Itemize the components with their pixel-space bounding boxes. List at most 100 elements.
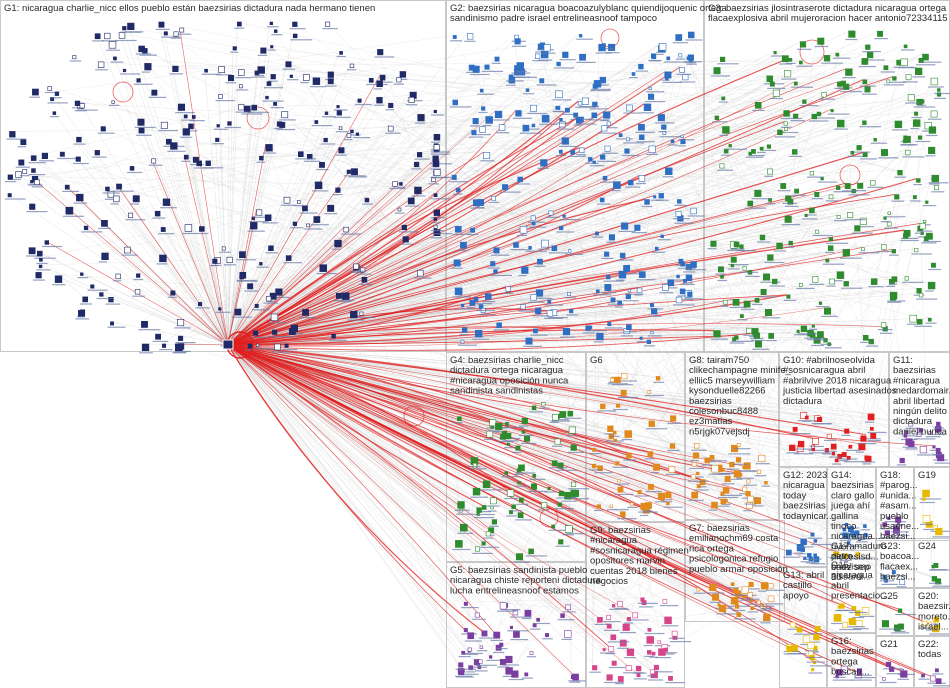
graph-node[interactable] <box>433 169 441 176</box>
graph-node[interactable] <box>658 43 667 51</box>
graph-node[interactable] <box>788 57 793 62</box>
graph-node[interactable] <box>859 217 867 225</box>
graph-node[interactable] <box>451 174 457 180</box>
graph-node[interactable] <box>555 106 559 110</box>
graph-node[interactable] <box>292 221 298 226</box>
graph-node[interactable] <box>647 93 655 100</box>
graph-node[interactable] <box>319 264 327 272</box>
graph-node[interactable] <box>709 583 717 592</box>
graph-node[interactable] <box>877 30 884 37</box>
graph-node[interactable] <box>324 111 329 115</box>
graph-node[interactable] <box>54 275 63 283</box>
graph-node[interactable] <box>626 648 635 656</box>
graph-node[interactable] <box>160 121 168 129</box>
graph-node[interactable] <box>648 86 652 90</box>
graph-node[interactable] <box>519 226 528 234</box>
graph-node[interactable] <box>136 78 141 83</box>
graph-node[interactable] <box>500 434 506 440</box>
graph-node[interactable] <box>518 497 524 503</box>
graph-node[interactable] <box>556 61 561 67</box>
graph-node[interactable] <box>108 296 114 303</box>
graph-node[interactable] <box>565 604 571 611</box>
graph-node[interactable] <box>573 112 579 118</box>
graph-node[interactable] <box>788 240 793 246</box>
graph-node[interactable] <box>743 300 751 308</box>
graph-node[interactable] <box>467 632 475 640</box>
graph-node[interactable] <box>886 221 892 227</box>
graph-node[interactable] <box>191 115 196 119</box>
graph-node[interactable] <box>568 249 572 253</box>
hub-node-icon[interactable] <box>222 339 234 350</box>
graph-node[interactable] <box>657 640 662 644</box>
graph-node[interactable] <box>935 527 943 536</box>
graph-node[interactable] <box>873 138 877 142</box>
graph-node[interactable] <box>930 675 936 682</box>
graph-node[interactable] <box>521 430 526 434</box>
graph-node[interactable] <box>562 327 571 336</box>
graph-node[interactable] <box>396 77 402 83</box>
graph-node[interactable] <box>122 68 127 73</box>
graph-node[interactable] <box>675 296 683 304</box>
graph-node[interactable] <box>467 647 472 652</box>
graph-node[interactable] <box>920 99 925 104</box>
graph-node[interactable] <box>687 291 693 297</box>
graph-node[interactable] <box>918 428 923 433</box>
graph-node[interactable] <box>477 199 484 206</box>
graph-node[interactable] <box>767 254 774 261</box>
graph-node[interactable] <box>927 281 936 290</box>
graph-node[interactable] <box>483 152 491 160</box>
graph-node[interactable] <box>339 51 343 55</box>
graph-node[interactable] <box>636 673 641 678</box>
graph-node[interactable] <box>736 443 741 447</box>
graph-node[interactable] <box>933 185 939 191</box>
graph-node[interactable] <box>414 186 422 195</box>
graph-node[interactable] <box>638 175 646 182</box>
graph-node[interactable] <box>804 415 809 420</box>
graph-node[interactable] <box>889 666 895 672</box>
graph-node[interactable] <box>719 56 726 62</box>
graph-node[interactable] <box>856 145 862 151</box>
graph-node[interactable] <box>521 266 529 274</box>
graph-node[interactable] <box>899 457 905 464</box>
graph-node[interactable] <box>184 224 193 232</box>
graph-node[interactable] <box>847 526 854 532</box>
graph-node[interactable] <box>247 343 253 349</box>
graph-node[interactable] <box>377 49 384 56</box>
graph-node[interactable] <box>433 217 438 221</box>
graph-node[interactable] <box>923 219 927 223</box>
graph-node[interactable] <box>237 21 242 27</box>
graph-node[interactable] <box>205 160 211 166</box>
graph-node[interactable] <box>183 114 188 119</box>
graph-node[interactable] <box>713 67 721 75</box>
graph-node[interactable] <box>704 457 710 464</box>
graph-node[interactable] <box>909 314 917 323</box>
graph-node[interactable] <box>665 77 669 81</box>
graph-node[interactable] <box>388 102 394 108</box>
graph-node[interactable] <box>904 430 909 435</box>
graph-node[interactable] <box>515 445 521 451</box>
graph-node[interactable] <box>515 553 523 561</box>
graph-node[interactable] <box>818 301 823 305</box>
graph-node[interactable] <box>159 254 167 263</box>
graph-node[interactable] <box>38 264 43 269</box>
graph-node[interactable] <box>862 152 868 158</box>
graph-node[interactable] <box>900 58 908 66</box>
graph-node[interactable] <box>670 415 677 422</box>
graph-node[interactable] <box>767 168 774 175</box>
graph-node[interactable] <box>892 76 897 81</box>
graph-node[interactable] <box>232 46 237 51</box>
graph-node[interactable] <box>52 111 57 115</box>
graph-node[interactable] <box>530 104 537 112</box>
graph-node[interactable] <box>826 433 832 439</box>
graph-node[interactable] <box>928 431 932 435</box>
graph-node[interactable] <box>606 614 612 620</box>
graph-node[interactable] <box>783 121 788 126</box>
graph-node[interactable] <box>479 645 484 649</box>
graph-node[interactable] <box>199 226 205 232</box>
graph-node[interactable] <box>903 233 909 239</box>
graph-node[interactable] <box>833 614 842 622</box>
graph-node[interactable] <box>748 581 754 588</box>
graph-node[interactable] <box>284 343 289 348</box>
graph-node[interactable] <box>789 444 796 451</box>
graph-node[interactable] <box>679 67 685 73</box>
